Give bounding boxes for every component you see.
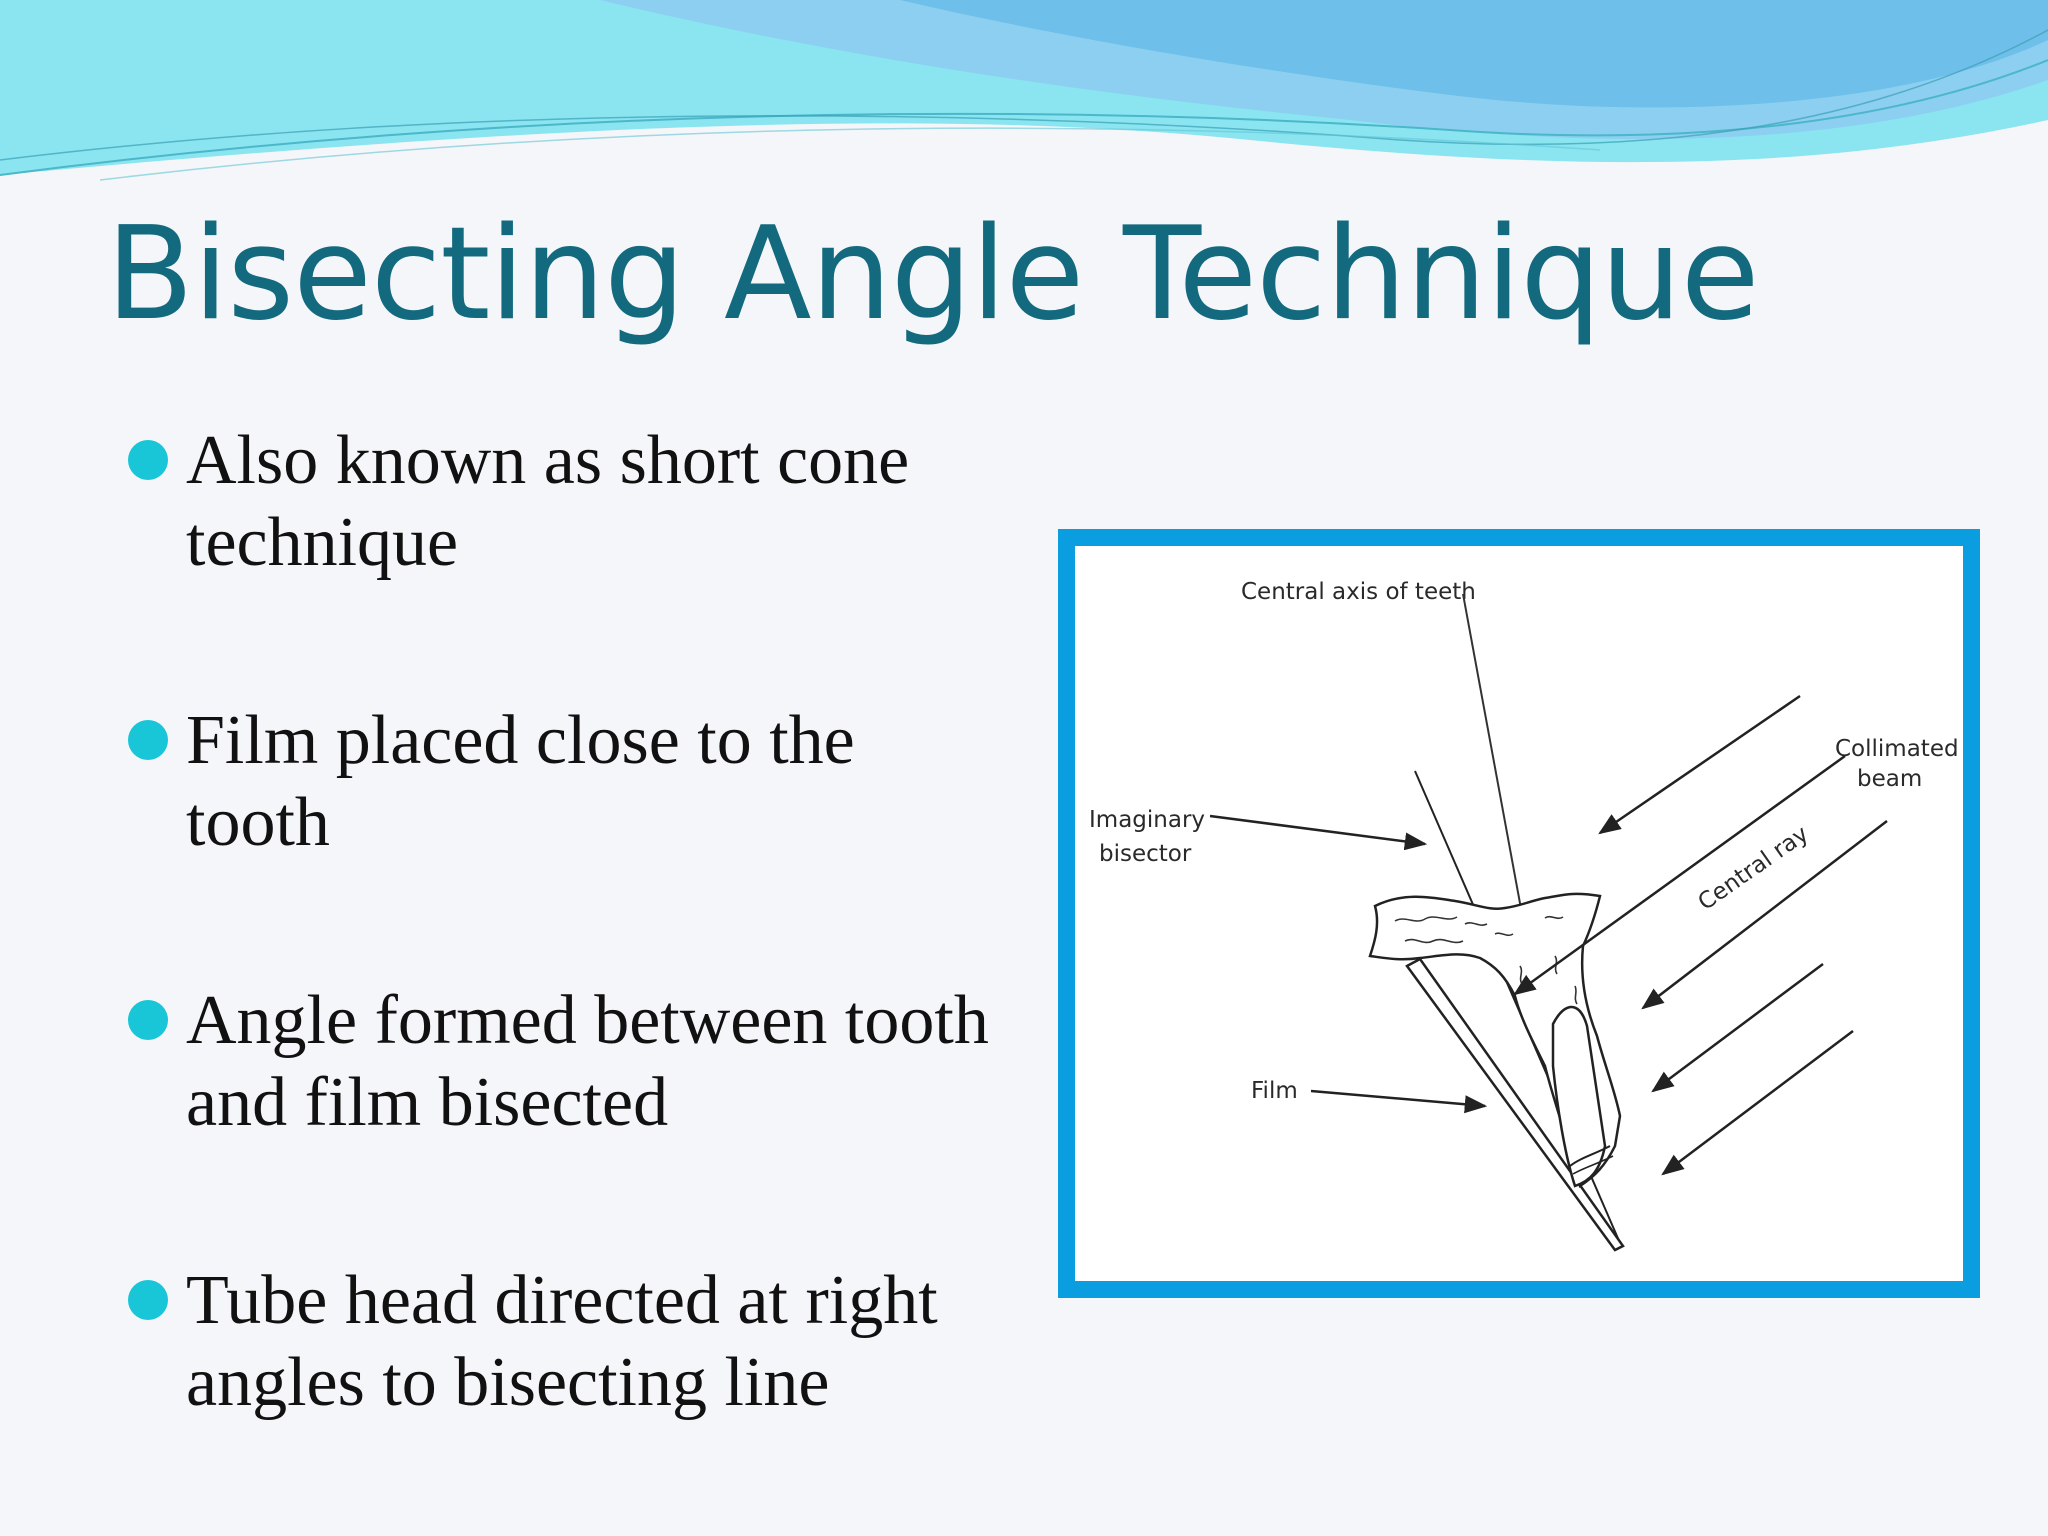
diagram-frame: Central axis of teeth Collimated beam Im… [1058,529,1980,1298]
beam-arrow-3 [1651,962,1824,1093]
bullet-dot-icon [128,440,168,480]
label-imaginary: Imaginary [1089,807,1205,833]
bisecting-angle-diagram: Central axis of teeth Collimated beam Im… [1089,579,1959,1252]
label-beam: beam [1857,766,1922,792]
bullet-item: Also known as short cone technique [128,420,1008,584]
bullet-item: Film placed close to the tooth [128,700,1008,864]
bullet-text: Angle formed between tooth and film bise… [186,982,989,1141]
beam-arrow-4 [1661,1030,1854,1176]
beam-arrow-1 [1598,694,1801,835]
label-bisector: bisector [1099,841,1192,867]
slide-title: Bisecting Angle Technique [106,200,1759,349]
bullet-item: Angle formed between tooth and film bise… [128,980,1008,1144]
label-central-axis: Central axis of teeth [1241,579,1476,605]
tooth-and-bone-shape [1368,892,1622,1189]
bullet-dot-icon [128,1280,168,1320]
bisector-pointer-arrow [1209,814,1428,851]
bullet-text: Tube head directed at right angles to bi… [186,1262,938,1421]
bullet-text: Also known as short cone technique [186,422,910,581]
film-pointer-arrow [1310,1089,1488,1114]
label-central-ray: Central ray [1694,821,1814,916]
label-film: Film [1251,1078,1298,1104]
bullet-text: Film placed close to the tooth [186,702,855,861]
bullet-item: Tube head directed at right angles to bi… [128,1260,1008,1424]
film-shape [1405,957,1625,1252]
bullet-dot-icon [128,1000,168,1040]
bullet-dot-icon [128,720,168,760]
central-ray-arrow [1513,754,1846,996]
beam-arrow-2 [1641,820,1888,1010]
header-waves-decoration [0,0,2048,181]
label-collimated: Collimated [1835,736,1959,762]
